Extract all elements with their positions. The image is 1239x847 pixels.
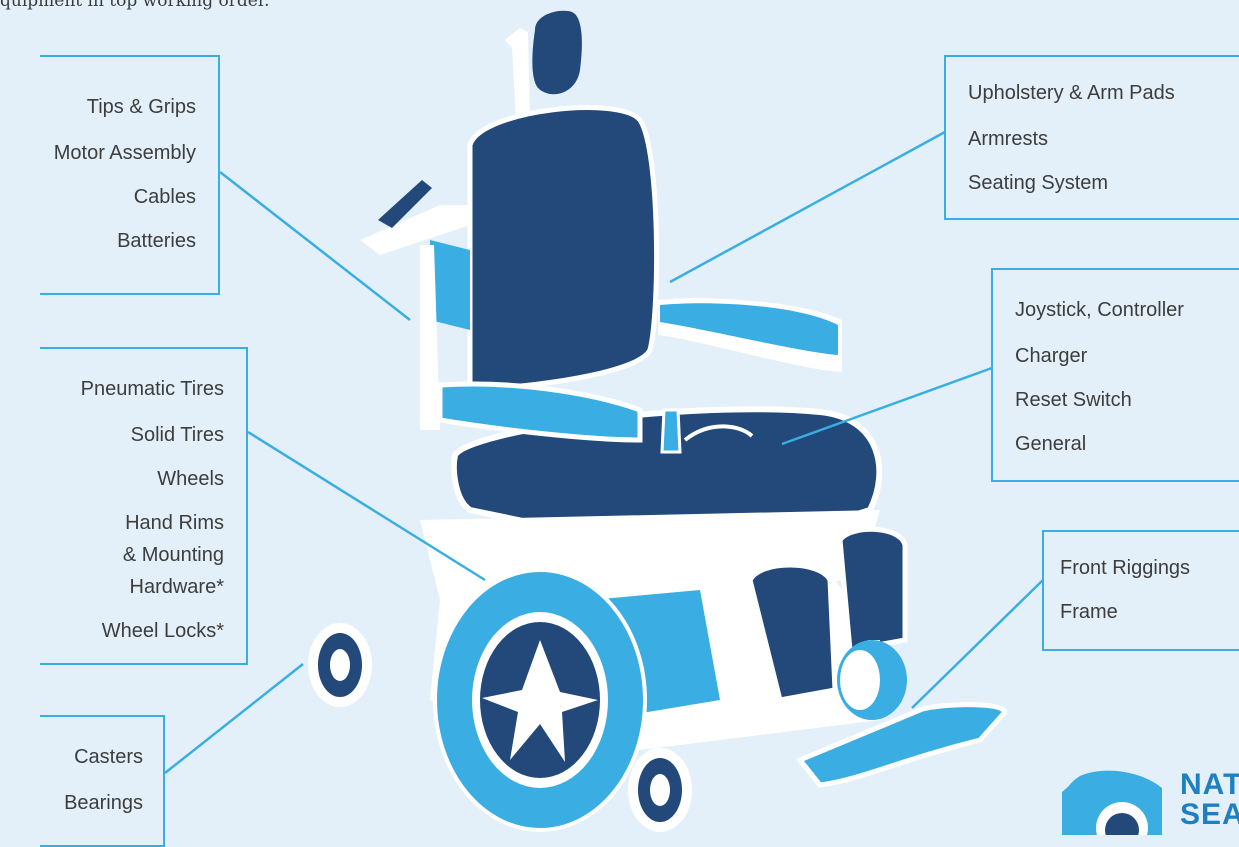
label-casters: Casters bbox=[74, 746, 143, 768]
leader-lines bbox=[164, 130, 1044, 774]
label-joystick-controller: Joystick, Controller bbox=[1015, 299, 1184, 321]
armrest-left bbox=[437, 381, 643, 443]
caster-rear bbox=[308, 623, 372, 707]
label-armrests: Armrests bbox=[968, 128, 1048, 150]
label-reset-switch: Reset Switch bbox=[1015, 389, 1132, 411]
label-cables: Cables bbox=[133, 186, 196, 208]
label-solid-tires: Solid Tires bbox=[130, 424, 224, 446]
intro-text: quipment in top working order. bbox=[0, 0, 270, 11]
label-group-tires: Pneumatic Tires Solid Tires Wheels Hand … bbox=[40, 347, 248, 665]
label-hand-rims: Hand Rims bbox=[125, 512, 224, 534]
label-tips-grips: Tips & Grips bbox=[86, 96, 196, 118]
label-group-seating: Upholstery & Arm Pads Armrests Seating S… bbox=[944, 55, 1239, 220]
logo-line-1: NAT bbox=[1180, 768, 1239, 801]
label-mounting: & Mounting bbox=[122, 544, 224, 566]
logo-line-2: SEA bbox=[1180, 798, 1239, 831]
joystick bbox=[660, 408, 682, 454]
label-seating-system: Seating System bbox=[968, 172, 1109, 194]
backrest bbox=[467, 105, 660, 393]
label-general: General bbox=[1015, 433, 1087, 455]
label-group-frame: Front Riggings Frame bbox=[1042, 530, 1239, 651]
label-pneumatic-tires: Pneumatic Tires bbox=[80, 378, 224, 400]
label-wheels: Wheels bbox=[157, 468, 224, 490]
footplate bbox=[795, 702, 1008, 788]
label-group-casters: Casters Bearings bbox=[40, 715, 165, 847]
caster-front bbox=[628, 748, 692, 832]
label-wheel-locks: Wheel Locks* bbox=[101, 620, 224, 642]
drive-wheel bbox=[433, 568, 647, 832]
label-frame: Frame bbox=[1060, 601, 1118, 623]
logo-mark-icon bbox=[1062, 770, 1162, 835]
label-hardware: Hardware* bbox=[129, 576, 224, 598]
label-charger: Charger bbox=[1015, 345, 1088, 367]
caster-right bbox=[837, 640, 907, 720]
label-batteries: Batteries bbox=[117, 230, 196, 252]
label-group-electronics: Joystick, Controller Charger Reset Switc… bbox=[991, 268, 1239, 482]
push-handle bbox=[360, 205, 470, 255]
label-upholstery-arm-pads: Upholstery & Arm Pads bbox=[968, 82, 1175, 104]
label-front-riggings: Front Riggings bbox=[1060, 557, 1191, 579]
logo-text: NAT SEA bbox=[1180, 770, 1239, 830]
leg-rest bbox=[747, 562, 838, 703]
headrest bbox=[505, 10, 582, 122]
label-group-handles: Tips & Grips Motor Assembly Cables Batte… bbox=[40, 55, 220, 295]
push-handle-grip bbox=[378, 180, 432, 228]
label-motor-assembly: Motor Assembly bbox=[53, 142, 196, 164]
label-bearings: Bearings bbox=[64, 792, 143, 814]
